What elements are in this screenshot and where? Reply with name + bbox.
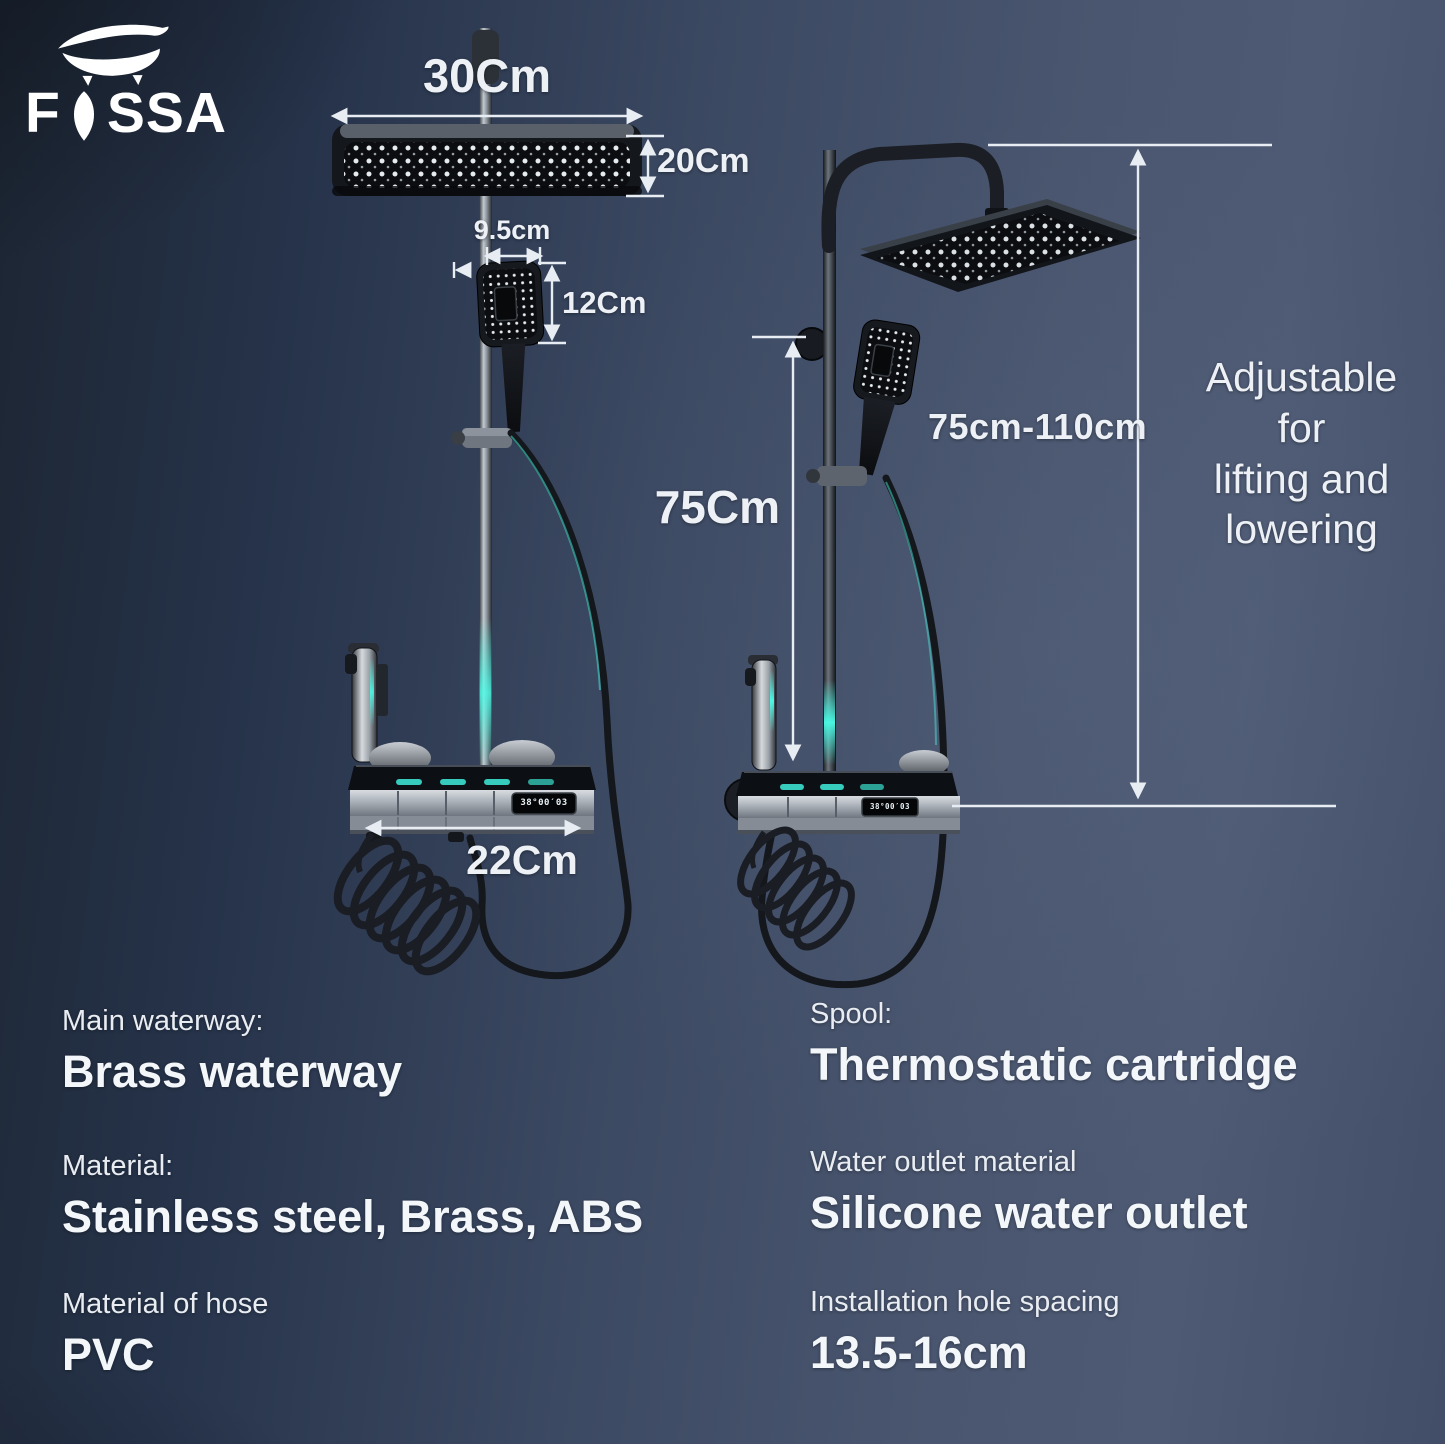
right-display-readout: 38°00′03	[869, 802, 911, 811]
spec-label: Spool:	[810, 998, 893, 1030]
left-slider-bracket	[451, 428, 512, 448]
spec-value: Silicone water outlet	[810, 1187, 1248, 1239]
dimension-label-valve-width: 22Cm	[466, 837, 578, 883]
right-shower-hose	[758, 474, 948, 989]
left-display-readout: 38°00′03	[520, 798, 568, 808]
left-bidet-sprayer	[345, 643, 388, 763]
brand-logo: F SSA	[25, 20, 227, 142]
right-slider-bracket	[806, 466, 867, 486]
right-coiled-hose	[737, 826, 855, 951]
left-valve-shelf	[348, 740, 596, 842]
right-valve-shelf	[736, 750, 960, 834]
adjustable-note: Adjustable for lifting and lowering	[1205, 354, 1398, 553]
left-digital-display	[511, 792, 577, 815]
dimension-label-pole-height: 75Cm	[654, 481, 780, 533]
left-shower-unit	[330, 28, 664, 980]
spec-installation-hole-spacing: Installation hole spacing 13.5-16cm	[810, 1286, 1120, 1378]
dimension-label-handshower-height: 12Cm	[562, 285, 647, 320]
spec-value: Brass waterway	[62, 1046, 403, 1098]
spec-hose-material: Material of hose PVC	[62, 1288, 268, 1380]
spec-value: 13.5-16cm	[810, 1327, 1028, 1379]
left-pole	[472, 28, 499, 782]
right-hand-shower	[853, 319, 921, 476]
spec-label: Water outlet material	[810, 1146, 1077, 1178]
right-digital-display	[861, 797, 919, 817]
spec-spool: Spool: Thermostatic cartridge	[810, 998, 1298, 1090]
spec-water-outlet-material: Water outlet material Silicone water out…	[810, 1146, 1248, 1238]
spec-main-waterway: Main waterway: Brass waterway	[62, 1005, 402, 1097]
left-dimension-lines	[330, 107, 664, 837]
left-shower-hose	[466, 429, 632, 980]
dimension-label-handshower-width: 9.5cm	[473, 215, 551, 245]
brand-letters-ssa: SSA	[106, 81, 228, 145]
left-coiled-hose	[333, 832, 481, 976]
left-rain-head	[332, 124, 642, 196]
right-shower-unit	[724, 142, 1336, 989]
dimension-label-lift-range: 75cm-110cm	[928, 406, 1148, 447]
spec-value: PVC	[62, 1329, 155, 1381]
brand-name: F SSA	[25, 85, 227, 142]
bathtub-icon	[58, 24, 169, 86]
right-dimension-lines	[752, 143, 1336, 808]
dimension-label-head-depth: 20Cm	[657, 142, 750, 180]
left-hand-shower	[476, 260, 545, 433]
spec-value: Thermostatic cartridge	[810, 1039, 1298, 1091]
spec-value: Stainless steel, Brass, ABS	[62, 1191, 644, 1243]
dimension-label-head-width: 30Cm	[422, 49, 551, 102]
leaf-icon	[64, 89, 104, 143]
right-pole	[823, 150, 836, 775]
right-rain-head	[860, 199, 1141, 292]
spec-label: Main waterway:	[62, 1005, 264, 1037]
spec-label: Material of hose	[62, 1288, 269, 1320]
spec-label: Installation hole spacing	[810, 1286, 1120, 1318]
right-bidet-sprayer	[745, 655, 778, 771]
shower-illustration	[330, 28, 1336, 989]
spec-label: Material:	[62, 1150, 174, 1182]
brand-letter-f: F	[25, 81, 61, 145]
spec-material: Material: Stainless steel, Brass, ABS	[62, 1150, 643, 1242]
